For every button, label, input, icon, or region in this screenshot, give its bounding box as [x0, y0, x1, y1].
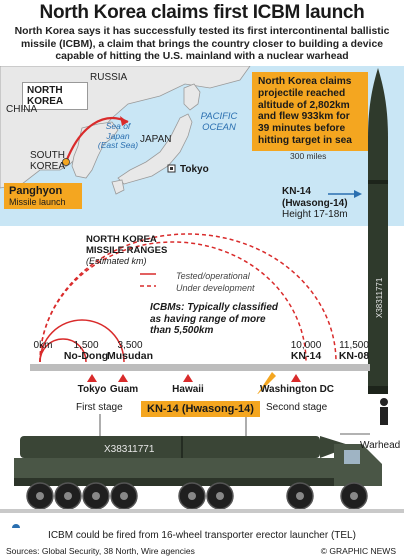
range-marker-kn14: 10,000 KN-14	[278, 340, 334, 362]
footer-sources: Sources: Global Security, 38 North, Wire…	[6, 546, 195, 556]
ranges-heading: NORTH KOREA MISSILE RANGES (Estimated km…	[86, 234, 176, 267]
range-marker-km: 1,500	[73, 340, 99, 351]
missile-alt-name: (Hwasong-14)	[282, 197, 348, 209]
icbm-note: ICBMs: Typically classified as having ra…	[150, 302, 279, 336]
map-label-china: CHINA	[6, 104, 38, 115]
label-first-stage: First stage	[76, 402, 123, 413]
map-label-pacific: PACIFIC OCEAN	[200, 111, 238, 133]
map-label-tokyo: Tokyo	[180, 164, 209, 175]
claim-box: North Korea claims projectile reached al…	[252, 72, 368, 151]
missile-height: Height 17-18m	[282, 209, 348, 220]
intro-text: North Korea says it has successfully tes…	[14, 26, 390, 62]
range-marker-km: 3,500	[117, 340, 143, 351]
range-marker-km: 11,500	[339, 340, 369, 351]
ranges-title: NORTH KOREA MISSILE RANGES	[86, 234, 168, 256]
map-label-south-korea: SOUTH KOREA	[30, 150, 66, 172]
truck-body-code: Х38311771	[104, 444, 155, 455]
city-hawaii: Hawaii	[172, 384, 204, 395]
missile-ranges-chart	[0, 226, 404, 396]
map-label-japan: JAPAN	[140, 134, 172, 145]
city-guam: Guam	[109, 384, 139, 395]
map-label-sea-of-japan: Sea of Japan (East Sea)	[97, 121, 139, 150]
range-marker-musudan: 3,500 Musudan	[102, 340, 158, 362]
range-marker-name: Musudan	[106, 350, 154, 362]
range-marker-km: 10,000	[290, 340, 322, 351]
city-washington: Washington DC	[259, 384, 335, 395]
launch-site-box: Panghyon Missile launch	[4, 183, 82, 209]
legend-development: Under development	[176, 283, 255, 293]
launch-site-name: Panghyon	[9, 185, 63, 197]
label-second-stage: Second stage	[266, 402, 328, 413]
map-label-north-korea: NORTH KOREA	[22, 82, 88, 110]
range-marker-0: 0km	[28, 340, 58, 351]
ranges-subtitle: (Estimated km)	[86, 256, 147, 266]
scale-miles: 300 miles	[290, 150, 327, 161]
range-scale-bar	[30, 364, 370, 371]
map-label-russia: RUSSIA	[90, 72, 128, 83]
missile-name: KN-14	[282, 186, 311, 197]
label-warhead: Warhead	[360, 440, 401, 451]
missile-pointer-arrow	[328, 190, 362, 198]
missile-illustration: Х38311771	[368, 68, 388, 394]
launch-site-caption: Missile launch	[9, 197, 66, 207]
range-marker-name: No-Dong	[63, 350, 109, 362]
range-marker-nodong: 1,500 No-Dong	[58, 340, 114, 362]
tel-truck-illustration: Х38311771	[0, 396, 404, 532]
missile-info: KN-14 (Hwasong-14) Height 17-18m	[282, 186, 372, 221]
page-title: North Korea claims first ICBM launch	[39, 2, 365, 23]
missile-body-code: Х38311771	[375, 277, 384, 318]
range-marker-kn08: 11,500 KN-08	[326, 340, 382, 362]
footer-caption: ICBM could be fired from 16-wheel transp…	[48, 530, 356, 541]
city-tokyo: Tokyo	[77, 384, 107, 395]
ranges-legend: Tested/operational Under development	[150, 270, 255, 294]
range-marker-km: 0km	[33, 340, 53, 351]
truck-missile-badge: KN-14 (Hwasong-14)	[141, 401, 260, 417]
range-marker-name: KN-08	[338, 350, 370, 362]
legend-tested: Tested/operational	[176, 271, 250, 281]
footer-brand: © GRAPHIC NEWS	[320, 546, 396, 556]
range-marker-name: KN-14	[290, 350, 322, 362]
